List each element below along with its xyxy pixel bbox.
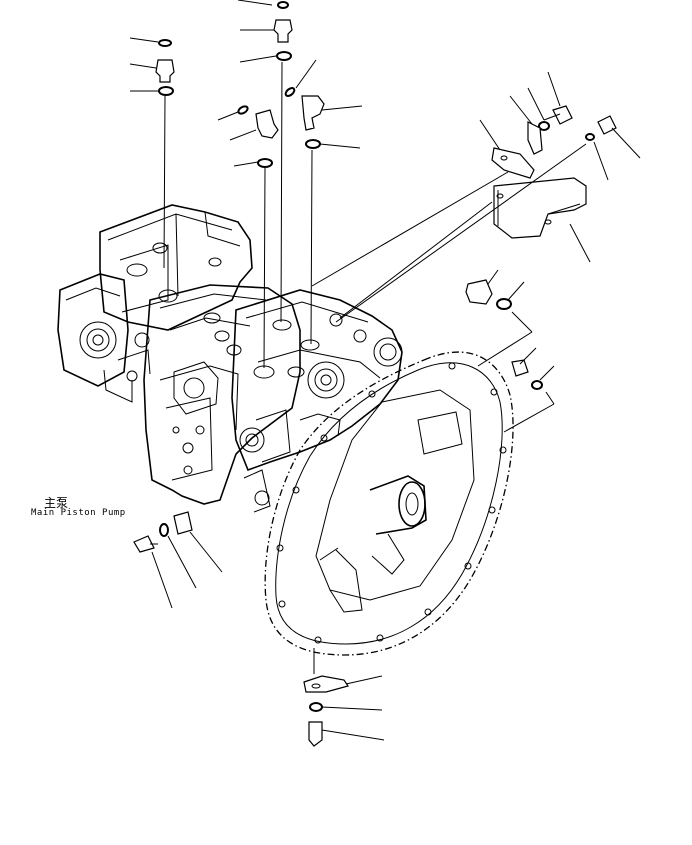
pump-flange (264, 351, 514, 656)
pump-label-cn: 主泵 (44, 496, 69, 510)
pump-body (57, 204, 403, 513)
fittings-top (155, 1, 325, 369)
pump-label-en: Main Piston Pump (31, 508, 126, 518)
leader-lines (129, 0, 641, 741)
brackets-right (465, 105, 617, 390)
bottom-parts (133, 511, 349, 747)
